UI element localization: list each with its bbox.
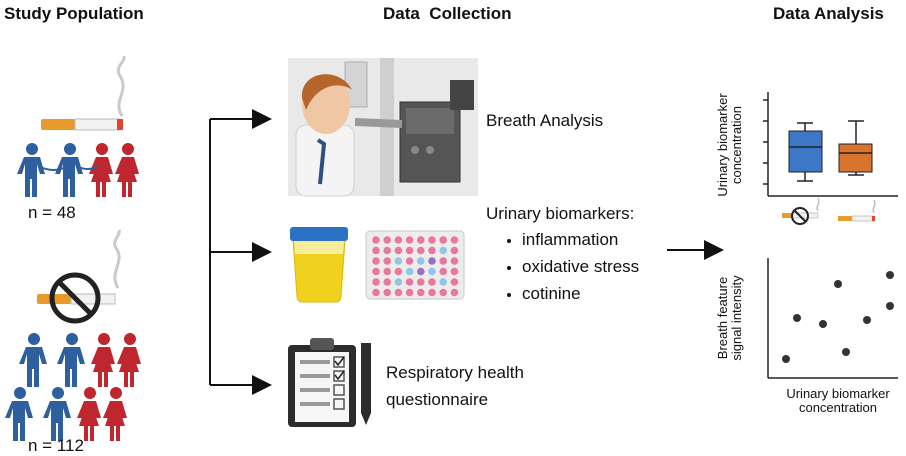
well-plate-icon: [365, 230, 465, 300]
well: [394, 257, 403, 265]
biomarker-item: cotinine: [522, 280, 639, 307]
well: [372, 278, 380, 286]
smoker-axis-icon: [838, 199, 876, 222]
well: [428, 236, 436, 244]
data-collection-header: Data Collection: [383, 4, 512, 23]
well: [417, 278, 425, 286]
well: [405, 257, 414, 265]
questionnaire-label-line2: questionnaire: [386, 390, 489, 409]
no-smoking-icon: [37, 229, 121, 324]
well: [372, 246, 380, 255]
questionnaire-label-line1: Respiratory health: [386, 363, 524, 382]
boxplot-y-label: Urinary biomarker concentration: [715, 93, 744, 197]
boxplot-smoker-box: [838, 120, 873, 176]
well: [394, 246, 403, 255]
urinary-biomarkers-title: Urinary biomarkers:: [486, 204, 635, 223]
well: [372, 288, 380, 297]
scatter-axes: [767, 258, 898, 379]
study-population-header: Study Population: [4, 4, 144, 23]
well: [439, 246, 448, 255]
well: [383, 236, 392, 244]
well: [428, 246, 436, 255]
well: [405, 246, 414, 255]
well: [383, 267, 392, 276]
nonsmoker-axis-icon: [782, 197, 820, 225]
well: [450, 257, 459, 265]
boxplot-axes: [763, 92, 898, 197]
well: [417, 236, 425, 244]
well: [428, 257, 436, 265]
well: [372, 236, 380, 244]
urine-sample-icon: [290, 227, 348, 303]
branch-arrows: [209, 109, 724, 395]
well: [383, 246, 392, 255]
scatter-point: [819, 320, 827, 328]
urinary-biomarkers-list: inflammation oxidative stress cotinine: [502, 226, 639, 307]
cigarette-icon: [41, 55, 126, 131]
well: [450, 267, 459, 276]
well: [394, 267, 403, 276]
well: [450, 288, 459, 297]
well: [439, 236, 448, 244]
biomarker-item: oxidative stress: [522, 253, 639, 280]
well: [450, 278, 459, 286]
scatter-point: [793, 314, 801, 322]
well: [405, 267, 414, 276]
well: [417, 246, 425, 255]
well: [394, 236, 403, 244]
biomarker-item: inflammation: [522, 226, 639, 253]
well: [417, 267, 425, 276]
scatter-point: [834, 280, 842, 288]
well: [383, 288, 392, 297]
well: [439, 267, 448, 276]
nonsmokers-count: n = 112: [28, 436, 84, 455]
scatter-x-label: Urinary biomarker concentration: [786, 386, 890, 415]
data-analysis-header: Data Analysis: [773, 4, 884, 23]
well: [439, 288, 448, 297]
scatter-point: [842, 348, 850, 356]
well: [383, 278, 392, 286]
scatter-point: [863, 316, 871, 324]
well: [372, 267, 380, 276]
well: [428, 267, 436, 276]
questionnaire-icon: [288, 338, 371, 427]
well: [417, 257, 425, 265]
well: [450, 236, 459, 244]
well: [439, 257, 448, 265]
scatter-points: [782, 271, 894, 363]
well: [428, 278, 436, 286]
well: [394, 288, 403, 297]
well: [428, 288, 436, 297]
well: [417, 288, 425, 297]
well: [372, 257, 380, 265]
scatter-point: [782, 355, 790, 363]
smokers-count: n = 48: [28, 203, 76, 222]
scatter-y-label: Breath feature signal intensity: [715, 275, 744, 361]
well: [405, 288, 414, 297]
well: [439, 278, 448, 286]
smoker-group-icon: [17, 143, 139, 197]
scatter-point: [886, 302, 894, 310]
well: [394, 278, 403, 286]
breath-analysis-illustration: [288, 58, 478, 197]
well: [450, 246, 459, 255]
well: [383, 257, 392, 265]
scatter-point: [886, 271, 894, 279]
boxplot-nonsmoker-box: [788, 122, 823, 182]
nonsmoker-group-icon: [5, 333, 141, 441]
breath-analysis-label: Breath Analysis: [486, 111, 604, 130]
well: [405, 278, 414, 286]
well: [405, 236, 414, 244]
